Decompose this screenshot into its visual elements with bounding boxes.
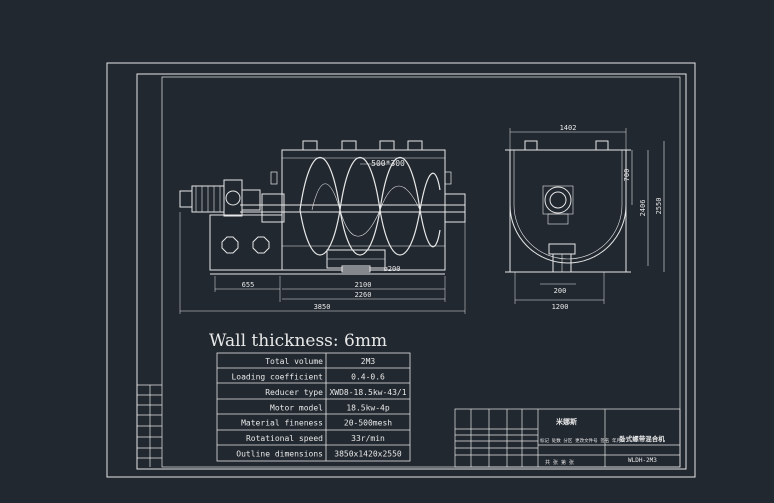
dim-3850: 3850 bbox=[314, 303, 331, 311]
spec-value: 0.4-0.6 bbox=[351, 372, 385, 381]
spec-label: Rotational speed bbox=[246, 434, 323, 443]
dim-200: 200 bbox=[554, 287, 567, 295]
dim-655: 655 bbox=[242, 281, 255, 289]
side-view bbox=[505, 128, 665, 304]
model-number: WLDH-2M3 bbox=[628, 457, 657, 464]
spec-label: Loading coefficient bbox=[231, 372, 323, 381]
spec-value: 2M3 bbox=[361, 357, 376, 366]
inner-frame bbox=[136, 73, 687, 470]
dim-2406: 2406 bbox=[639, 200, 647, 217]
dim-2260: 2260 bbox=[355, 291, 372, 299]
drawing-border bbox=[161, 76, 681, 468]
spec-value: 20-500mesh bbox=[344, 419, 392, 428]
dim-1200: 1200 bbox=[552, 303, 569, 311]
dim-2100: 2100 bbox=[355, 281, 372, 289]
spec-value: XWD8-18.5kw-43/1 bbox=[329, 388, 406, 397]
company-name: 米娜斯 bbox=[555, 417, 577, 426]
spec-label: Outline dimensions bbox=[236, 450, 323, 459]
left-strip bbox=[137, 384, 162, 467]
front-view bbox=[179, 140, 466, 314]
outer-frame bbox=[106, 62, 696, 478]
product-name: 卧式螺带混合机 bbox=[619, 434, 665, 443]
spec-label: Material fineness bbox=[241, 419, 323, 428]
spec-label: Motor model bbox=[270, 403, 323, 412]
spec-table-grid bbox=[216, 352, 411, 462]
footer-sheet-text: 共 张 第 张 bbox=[545, 459, 574, 466]
title-block-grid bbox=[454, 408, 681, 468]
spec-value: 33r/min bbox=[351, 434, 385, 443]
dim-700: 700 bbox=[623, 169, 631, 182]
spec-label: Reducer type bbox=[265, 388, 323, 397]
port-size-label: 500*300 bbox=[371, 159, 405, 168]
spec-value: 3850x1420x2550 bbox=[334, 450, 402, 459]
wall-thickness-note: Wall thickness: 6mm bbox=[209, 331, 387, 351]
shaft-diameter-label: ø200 bbox=[384, 265, 401, 273]
spec-label: Total volume bbox=[265, 357, 323, 366]
title-block: 米娜斯 标记 处数 分区 更改文件号 签名 年月日 卧式螺带混合机 共 张 第 … bbox=[540, 417, 665, 466]
dim-1402: 1402 bbox=[560, 124, 577, 132]
spec-value: 18.5kw-4p bbox=[346, 403, 390, 412]
sign-row-text: 标记 处数 分区 更改文件号 签名 年月日 bbox=[540, 437, 626, 444]
dim-2550: 2550 bbox=[655, 198, 663, 215]
